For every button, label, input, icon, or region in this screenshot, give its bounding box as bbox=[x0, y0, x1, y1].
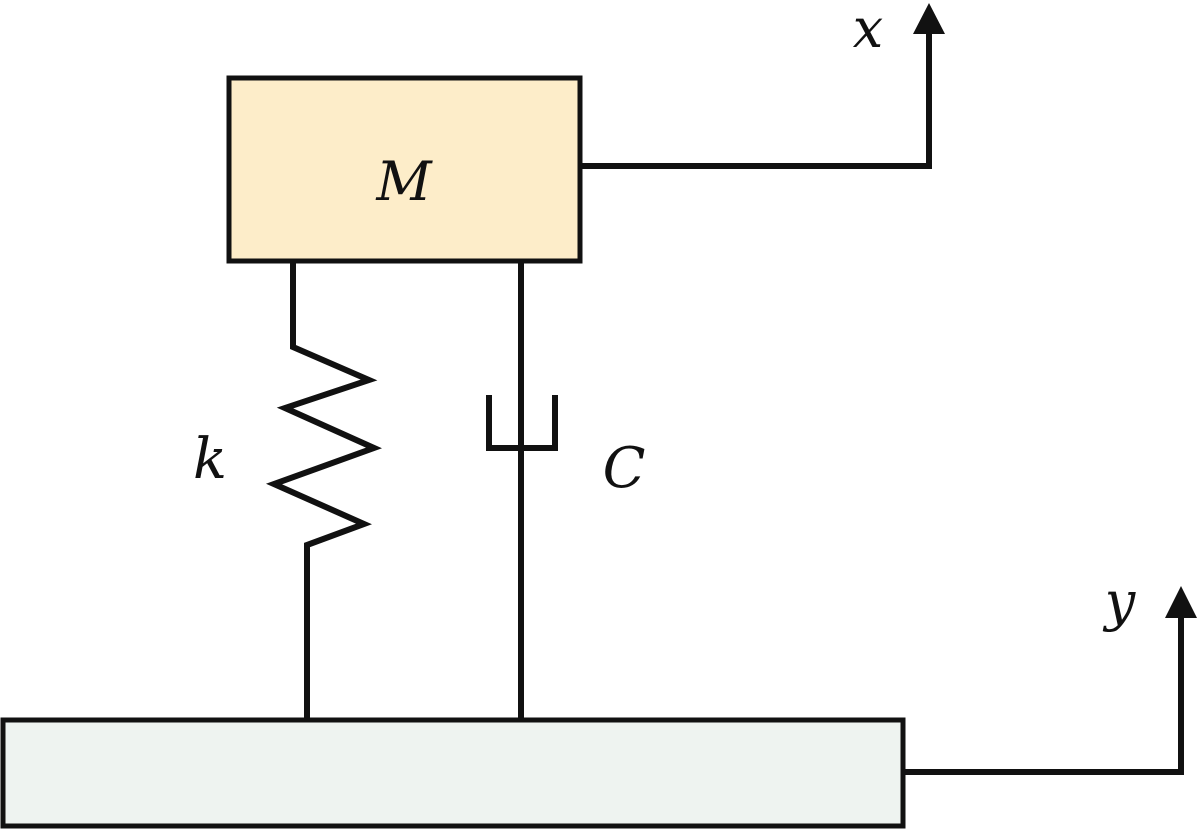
base-displacement-label: y bbox=[1103, 570, 1137, 633]
mass-displacement-line bbox=[580, 30, 932, 169]
base-displacement-arrowhead bbox=[1165, 586, 1197, 618]
mass-block bbox=[226, 75, 583, 264]
base-displacement-line bbox=[903, 612, 1184, 775]
mass-displacement-label: x bbox=[853, 0, 883, 60]
mass-displacement-arrowhead bbox=[913, 3, 945, 34]
damper-label: C bbox=[603, 436, 646, 501]
mass-label: M bbox=[375, 150, 433, 213]
spring-label: k bbox=[193, 427, 227, 492]
spring bbox=[265, 261, 383, 720]
base-platform bbox=[0, 717, 906, 829]
